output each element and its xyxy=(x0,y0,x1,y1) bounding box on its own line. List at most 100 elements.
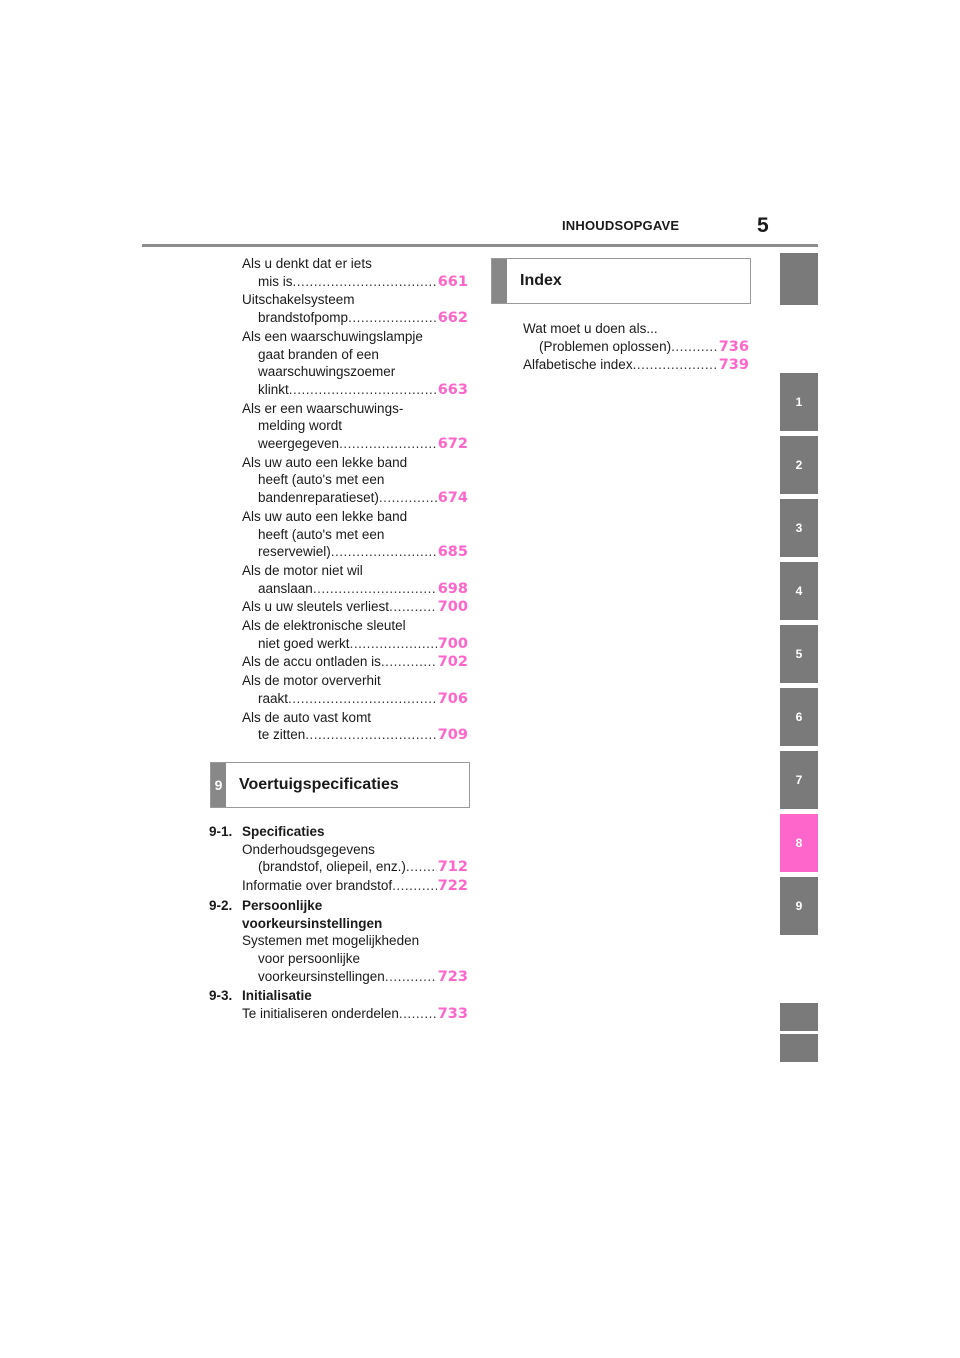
chapter-tab-1[interactable]: 1 xyxy=(780,373,818,431)
page-number-link[interactable]: 663 xyxy=(437,381,468,398)
page-number-link[interactable]: 723 xyxy=(437,968,468,985)
toc-entry-text: heeft (auto's met een xyxy=(258,526,385,542)
toc-entry-text: klinkt xyxy=(258,381,289,397)
dot-leader: ........................................… xyxy=(405,859,437,875)
toc-entry-leader-line: (Problemen oplossen) ...................… xyxy=(523,338,749,357)
toc-entry-text: reservewiel) xyxy=(258,544,331,560)
chapter-tab-2[interactable]: 2 xyxy=(780,436,818,494)
toc-entry-leader-line: bandenreparatieset) ....................… xyxy=(242,489,468,508)
toc-entry-leader-line: reservewiel) ...........................… xyxy=(242,543,468,562)
page-number-link[interactable]: 712 xyxy=(437,859,468,876)
dot-leader: ........................................… xyxy=(389,599,437,615)
toc-entry-text: Als de motor oververhit xyxy=(242,673,381,689)
toc-entry-text: melding wordt xyxy=(258,418,343,434)
page-number-link[interactable]: 674 xyxy=(437,490,468,507)
page-number-link[interactable]: 685 xyxy=(437,544,468,561)
blank-side-tab[interactable] xyxy=(780,253,818,305)
dot-leader: ........................................… xyxy=(348,310,437,326)
page-number-link[interactable]: 733 xyxy=(437,1006,468,1023)
toc-entry-text: gaat branden of een xyxy=(258,346,379,362)
header-page-number: 5 xyxy=(757,214,769,237)
chapter-tab-5[interactable]: 5 xyxy=(780,625,818,683)
section-title: Specificaties xyxy=(242,824,325,839)
toc-entry-leader-line: klinkt .................................… xyxy=(242,381,468,400)
page-number-link[interactable]: 702 xyxy=(437,654,468,671)
chapter-9-box[interactable]: 9 Voertuigspecificaties xyxy=(210,762,470,808)
toc-entry[interactable]: Te initialiseren onderdelen ............… xyxy=(242,1005,468,1024)
toc-entry-text: te zitten xyxy=(258,727,306,743)
page-number-link[interactable]: 700 xyxy=(437,635,468,652)
chapter-tab-7[interactable]: 7 xyxy=(780,751,818,809)
toc-entry-leader-line: (brandstof, oliepeil, enz.) ............… xyxy=(242,858,468,877)
toc-entry-leader-line: brandstofpomp ..........................… xyxy=(242,309,468,328)
toc-entry-text: Systemen met mogelijkheden xyxy=(242,933,420,949)
index-title: Index xyxy=(520,272,562,289)
blank-side-tab[interactable] xyxy=(780,1034,818,1062)
toc-entry[interactable]: Als u uw sleutels verliest .............… xyxy=(242,598,468,617)
toc-entry-text: waarschuwingszoemer xyxy=(258,364,396,380)
toc-entry-text: brandstofpomp xyxy=(258,310,349,326)
toc-entry-leader-line: weergegeven ............................… xyxy=(242,435,468,454)
toc-entry-leader-line: Als u uw sleutels verliest .............… xyxy=(242,598,468,617)
page-number-link[interactable]: 739 xyxy=(718,357,749,374)
section-entries: Onderhoudsgegevens(brandstof, oliepeil, … xyxy=(242,841,468,896)
toc-entry[interactable]: Alfabetische index .....................… xyxy=(523,356,749,375)
toc-entry[interactable]: Als een waarschuwingslampje gaat branden … xyxy=(242,328,468,400)
chapter-title: Voertuigspecificaties xyxy=(239,776,399,793)
section-heading[interactable]: 9-3.Initialisatie xyxy=(209,987,468,1005)
toc-entry-text: mis is xyxy=(258,273,293,289)
toc-entry-text: (brandstof, oliepeil, enz.) xyxy=(258,859,406,875)
toc-entry-leader-line: raakt ..................................… xyxy=(242,690,468,709)
toc-entry-text: Uitschakelsysteem xyxy=(242,292,355,308)
page-number-link[interactable]: 662 xyxy=(437,310,468,327)
chapter-tab-8[interactable]: 8 xyxy=(780,814,818,872)
toc-entry-text: Als de motor niet wil xyxy=(242,562,363,578)
toc-entry[interactable]: Als de accu ontladen is ................… xyxy=(242,653,468,672)
page-number-link[interactable]: 709 xyxy=(437,727,468,744)
page-number-link[interactable]: 736 xyxy=(718,338,749,355)
dot-leader: ........................................… xyxy=(632,357,718,373)
toc-entry-leader-line: niet goed werkt ........................… xyxy=(242,635,468,654)
chapter-number-tab: 9 xyxy=(211,763,226,807)
index-box[interactable]: Index xyxy=(491,258,751,304)
toc-entry[interactable]: Wat moet u doen als...(Problemen oplosse… xyxy=(523,320,749,356)
section-number: 9-3. xyxy=(209,988,233,1004)
page-number-link[interactable]: 722 xyxy=(437,878,468,895)
toc-entry-leader-line: mis is .................................… xyxy=(242,273,468,292)
toc-entry-text: (Problemen oplossen) xyxy=(539,338,672,354)
page-number-link[interactable]: 672 xyxy=(437,436,468,453)
page-number-link[interactable]: 698 xyxy=(437,580,468,597)
toc-entry[interactable]: Informatie over brandstof ..............… xyxy=(242,877,468,896)
toc-entry-text: Als een waarschuwingslampje xyxy=(242,328,423,344)
section-heading[interactable]: 9-1.Specificaties xyxy=(209,823,468,841)
page-number-link[interactable]: 661 xyxy=(437,273,468,290)
section-entries: Te initialiseren onderdelen ............… xyxy=(242,1005,468,1024)
chapter-tab-9[interactable]: 9 xyxy=(780,877,818,935)
dot-leader: ........................................… xyxy=(378,490,437,506)
header-title: INHOUDSOPGAVE xyxy=(562,218,680,233)
dot-leader: ........................................… xyxy=(288,381,437,397)
chapter-tab-4[interactable]: 4 xyxy=(780,562,818,620)
chapter-tab-3[interactable]: 3 xyxy=(780,499,818,557)
page-number-link[interactable]: 700 xyxy=(437,599,468,616)
toc-entry-text: Te initialiseren onderdelen xyxy=(242,1006,399,1022)
blank-side-tab[interactable] xyxy=(780,1003,818,1031)
page-number-link[interactable]: 706 xyxy=(437,690,468,707)
chapter-tab-6[interactable]: 6 xyxy=(780,688,818,746)
dot-leader: ........................................… xyxy=(671,338,718,354)
toc-entry[interactable]: Onderhoudsgegevens(brandstof, oliepeil, … xyxy=(242,841,468,877)
toc-entry-text: Informatie over brandstof xyxy=(242,878,393,894)
toc-entry-text: Als de auto vast komt xyxy=(242,709,372,725)
